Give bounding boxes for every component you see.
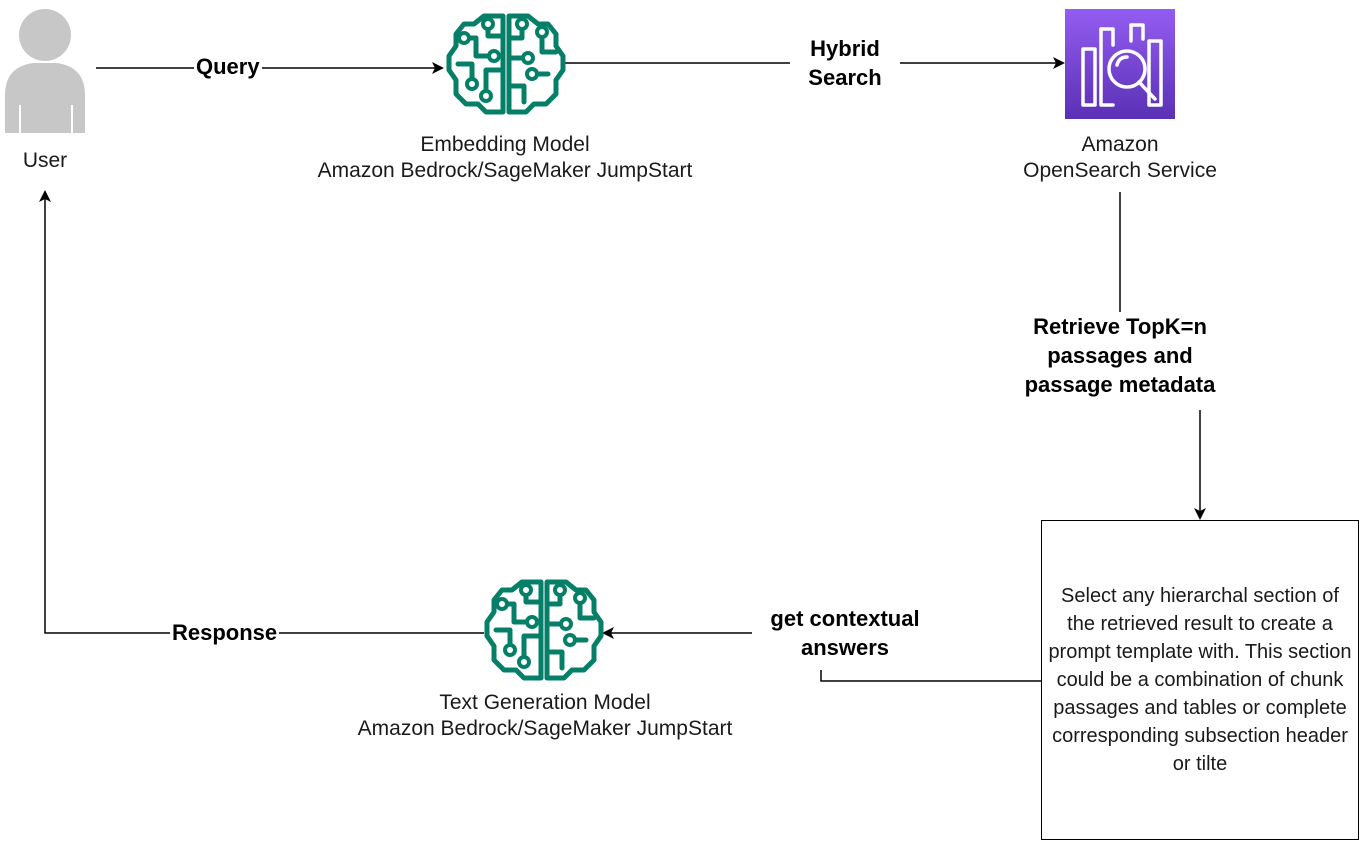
contextual-connector: [820, 670, 1041, 682]
text-generation-model-title: Text Generation Model: [439, 691, 651, 714]
brain-circuit-icon: [446, 13, 566, 115]
brain-circuit-icon: [484, 579, 604, 681]
opensearch-label: Amazon OpenSearch Service: [1000, 132, 1240, 184]
opensearch-service: OpenSearch Service: [1023, 159, 1217, 182]
response-connector: [39, 190, 484, 634]
response-edge-label: Response: [170, 618, 280, 647]
opensearch-title: Amazon: [1081, 133, 1159, 156]
retrieve-line-1: Retrieve TopK=n: [1033, 314, 1207, 339]
retrieve-line-3: passage metadata: [1024, 372, 1216, 397]
text-generation-model-provider: Amazon Bedrock/SageMaker JumpStart: [357, 717, 733, 740]
contextual-edge-label: get contextual answers: [752, 604, 938, 662]
prompt-template-note-text: Select any hierarchal section of the ret…: [1048, 585, 1352, 775]
hybrid-search-edge-label: Hybrid Search: [790, 34, 900, 92]
hybrid-search-line-2: Search: [808, 65, 882, 90]
contextual-line-2: answers: [800, 635, 890, 660]
embedding-model-label: Embedding Model Amazon Bedrock/SageMaker…: [280, 132, 730, 184]
prompt-template-note: Select any hierarchal section of the ret…: [1041, 520, 1359, 840]
retrieve-line-2: passages and: [1047, 343, 1193, 368]
text-generation-model-label: Text Generation Model Amazon Bedrock/Sag…: [320, 690, 770, 742]
query-edge-label: Query: [194, 52, 262, 81]
embedding-model-title: Embedding Model: [420, 133, 590, 156]
retrieve-edge-label: Retrieve TopK=n passages and passage met…: [1000, 312, 1240, 399]
opensearch-icon: [1065, 9, 1175, 119]
hybrid-search-line-1: Hybrid: [810, 36, 880, 61]
user-label: User: [22, 149, 68, 172]
embedding-model-provider: Amazon Bedrock/SageMaker JumpStart: [317, 159, 693, 182]
user-icon: [5, 9, 85, 133]
contextual-line-1: get contextual: [770, 606, 920, 631]
